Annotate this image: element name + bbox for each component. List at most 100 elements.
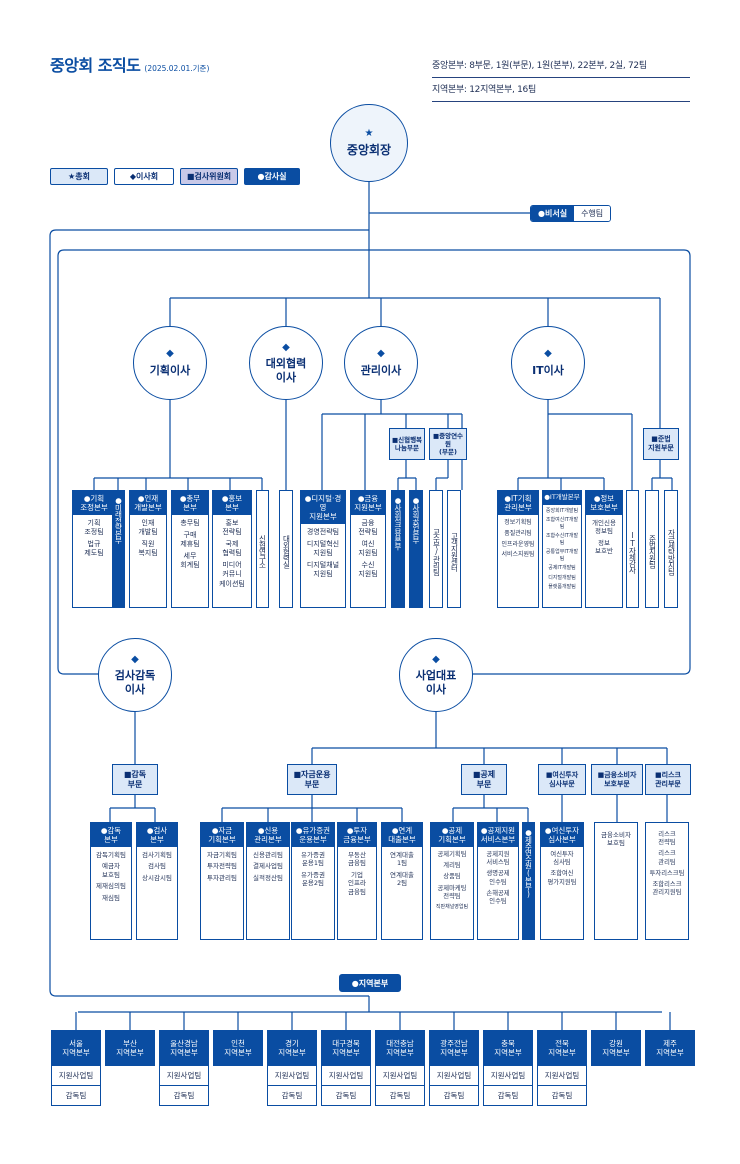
region-team: 감독팀: [375, 1086, 425, 1106]
region-name: 대전충남 지역본부: [375, 1030, 425, 1066]
region-card: 인천 지역본부: [213, 1030, 263, 1066]
director-label: 관리이사: [360, 363, 402, 377]
unit-head: ●검사 본부: [137, 823, 177, 847]
star-icon: ★: [364, 127, 374, 139]
region-team: 감독팀: [321, 1086, 371, 1106]
unit-label: 신협연구소: [258, 535, 267, 568]
director-management: ◆ 관리이사: [344, 326, 418, 400]
secretary-office: ●비서실 수행팀: [530, 205, 612, 222]
region-name: 부산 지역본부: [105, 1030, 155, 1066]
region-team: 감독팀: [483, 1086, 533, 1106]
region-team: 지원사업팀: [267, 1066, 317, 1086]
team: 손해공제 인수팀: [486, 889, 510, 905]
unit-head: ●인재 개발본부: [130, 491, 166, 515]
team: 공제기획팀: [437, 851, 467, 858]
division-credit-review: ■여신투자 심사부문: [538, 764, 586, 795]
unit-head: ●신용 관리본부: [247, 823, 289, 847]
team: 홍보 전략팀: [222, 519, 242, 537]
director-label: IT이사: [532, 363, 564, 377]
team: 디지털채널 지원팀: [306, 561, 340, 579]
team: 공제IT개발팀: [548, 565, 576, 572]
team: 기업 인프라 금융팀: [348, 870, 366, 896]
team: 총무팀: [180, 519, 200, 527]
page-title: 중앙회 조직도(2025.02.01.기준): [50, 52, 209, 76]
region-name: 제주 지역본부: [645, 1030, 695, 1066]
secretary-label: ●비서실: [531, 206, 575, 221]
team: 공제마케팅 전략팀: [437, 884, 467, 900]
unit-it-audit: IT자체감사: [626, 490, 639, 608]
unit-head: ●자금 기획본부: [201, 823, 243, 847]
unit-head: ●사회적금융본부: [393, 496, 403, 550]
unit-customer-center: 고객지원센터: [447, 490, 461, 608]
region-card: 제주 지역본부: [645, 1030, 695, 1066]
team: 투자리스크팀: [649, 869, 685, 877]
region-team: 지원사업팀: [483, 1066, 533, 1086]
team: 조합수신IT개발팀: [545, 533, 579, 546]
region-team: 감독팀: [159, 1086, 209, 1106]
region-team: 지원사업팀: [51, 1066, 101, 1086]
region-name: 서울 지역본부: [51, 1030, 101, 1066]
diamond-icon: ◆: [282, 341, 290, 353]
team: 상시감시팀: [142, 873, 172, 882]
division-research: ■중앙연수원 (부문): [429, 428, 467, 460]
team: 인프라운영팀: [501, 540, 535, 548]
region-name: 강원 지역본부: [591, 1030, 641, 1066]
team: 제재심의팀: [96, 882, 126, 891]
unit-head: ●홍보 본부: [213, 491, 251, 515]
team: 구매 제휴팀: [180, 531, 200, 549]
division-social: ■신협행복 나눔부문: [389, 428, 425, 460]
team: 검사팀: [148, 862, 166, 871]
unit-head: ●IT기획 관리본부: [498, 491, 538, 515]
director-it: ◆ IT이사: [511, 326, 585, 400]
region-team: 지원사업팀: [321, 1066, 371, 1086]
team: 경영전략팀: [306, 528, 340, 536]
team: 부동산 금융팀: [348, 851, 366, 868]
unit-head: ●여신투자 심사본부: [541, 823, 583, 847]
team: 정보기획팀: [504, 519, 532, 526]
unit-label: IT자체감사: [628, 530, 637, 573]
info-central: 중앙본부: 8부문, 1원(부문), 1원(본부), 22본부, 2실, 72팀: [432, 58, 690, 78]
legend-board: ◆이사회: [114, 168, 174, 185]
region-team: 감독팀: [429, 1086, 479, 1106]
diamond-icon: ◆: [166, 348, 174, 360]
secretary-team: 수행팀: [574, 206, 611, 221]
team: 직판채널영업팀: [435, 903, 469, 910]
director-inspection: ◆ 검사감독 이사: [98, 638, 172, 712]
team: 중앙회IT개발팀: [545, 507, 579, 514]
unit-social-contribution: ●사회공헌본부: [409, 490, 423, 608]
region-team: 지원사업팀: [375, 1066, 425, 1086]
unit-research-institute: 신협연구소: [256, 490, 269, 608]
unit-consumer: 금융소비자 보호팀: [594, 822, 638, 940]
region-team: 지원사업팀: [159, 1066, 209, 1086]
unit-head: ●기획 조정본부: [73, 491, 115, 515]
team: 투자관리팀: [207, 873, 237, 882]
unit-head: ●정보 보호본부: [586, 491, 622, 515]
team: 조합리스크 관리지원팀: [652, 880, 682, 897]
region-team: 감독팀: [537, 1086, 587, 1106]
director-external: ◆ 대외협력 이사: [249, 326, 323, 400]
team: 리스크 전략팀: [658, 831, 676, 847]
unit-label: 대외협력실: [282, 535, 291, 568]
team: 디지털개발팀: [548, 574, 576, 581]
team: 유가증권 운용1팀: [301, 851, 325, 868]
team: 여신투자 심사팀: [550, 851, 574, 867]
region-name: 전북 지역본부: [537, 1030, 587, 1066]
chairman-label: 중앙회장: [346, 143, 392, 158]
